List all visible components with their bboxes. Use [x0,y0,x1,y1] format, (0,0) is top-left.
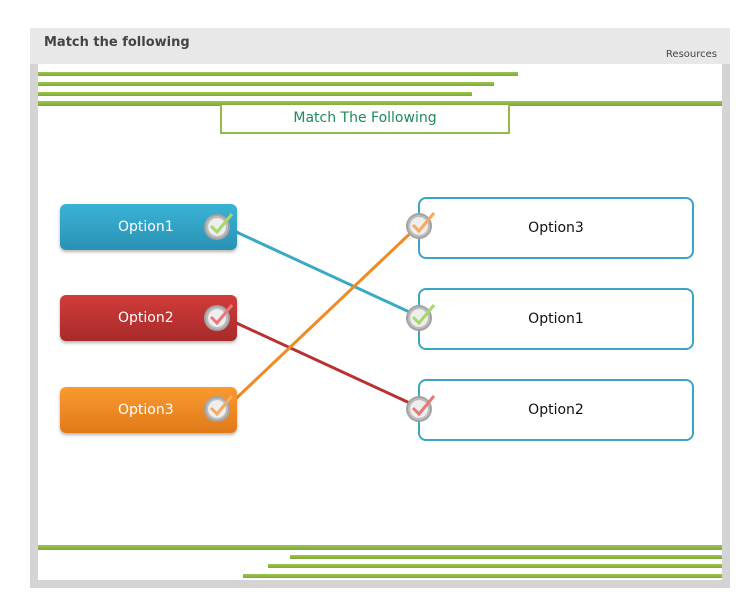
match-line-option2 [231,319,415,407]
option-label: Option3 [118,402,174,418]
right-option-3[interactable]: Option2 [418,379,694,441]
match-line-option3 [224,205,440,410]
right-option-2[interactable]: Option1 [418,288,694,350]
decor-bar [38,545,722,550]
decor-bar [290,555,722,559]
check-icon [204,395,234,422]
check-icon [406,304,436,331]
option-label: Option2 [528,402,584,418]
resources-link[interactable]: Resources [665,49,717,60]
decor-bar [38,101,722,106]
page-title: Match the following [44,35,190,50]
check-icon [204,304,234,331]
match-line-option1 [231,228,419,318]
decor-bar [243,574,722,578]
option-label: Option3 [528,220,584,236]
decor-bar [38,82,494,86]
right-option-1[interactable]: Option3 [418,197,694,259]
check-icon [406,212,436,239]
header-bar: Match the following Resources [30,28,730,64]
decor-bar [38,92,472,96]
check-icon [204,213,234,240]
check-icon [406,395,436,422]
decor-bar [268,564,722,568]
option-label: Option2 [118,310,174,326]
option-label: Option1 [528,311,584,327]
activity-title: Match The Following [220,105,510,134]
option-label: Option1 [118,219,174,235]
decor-bar [38,72,518,76]
